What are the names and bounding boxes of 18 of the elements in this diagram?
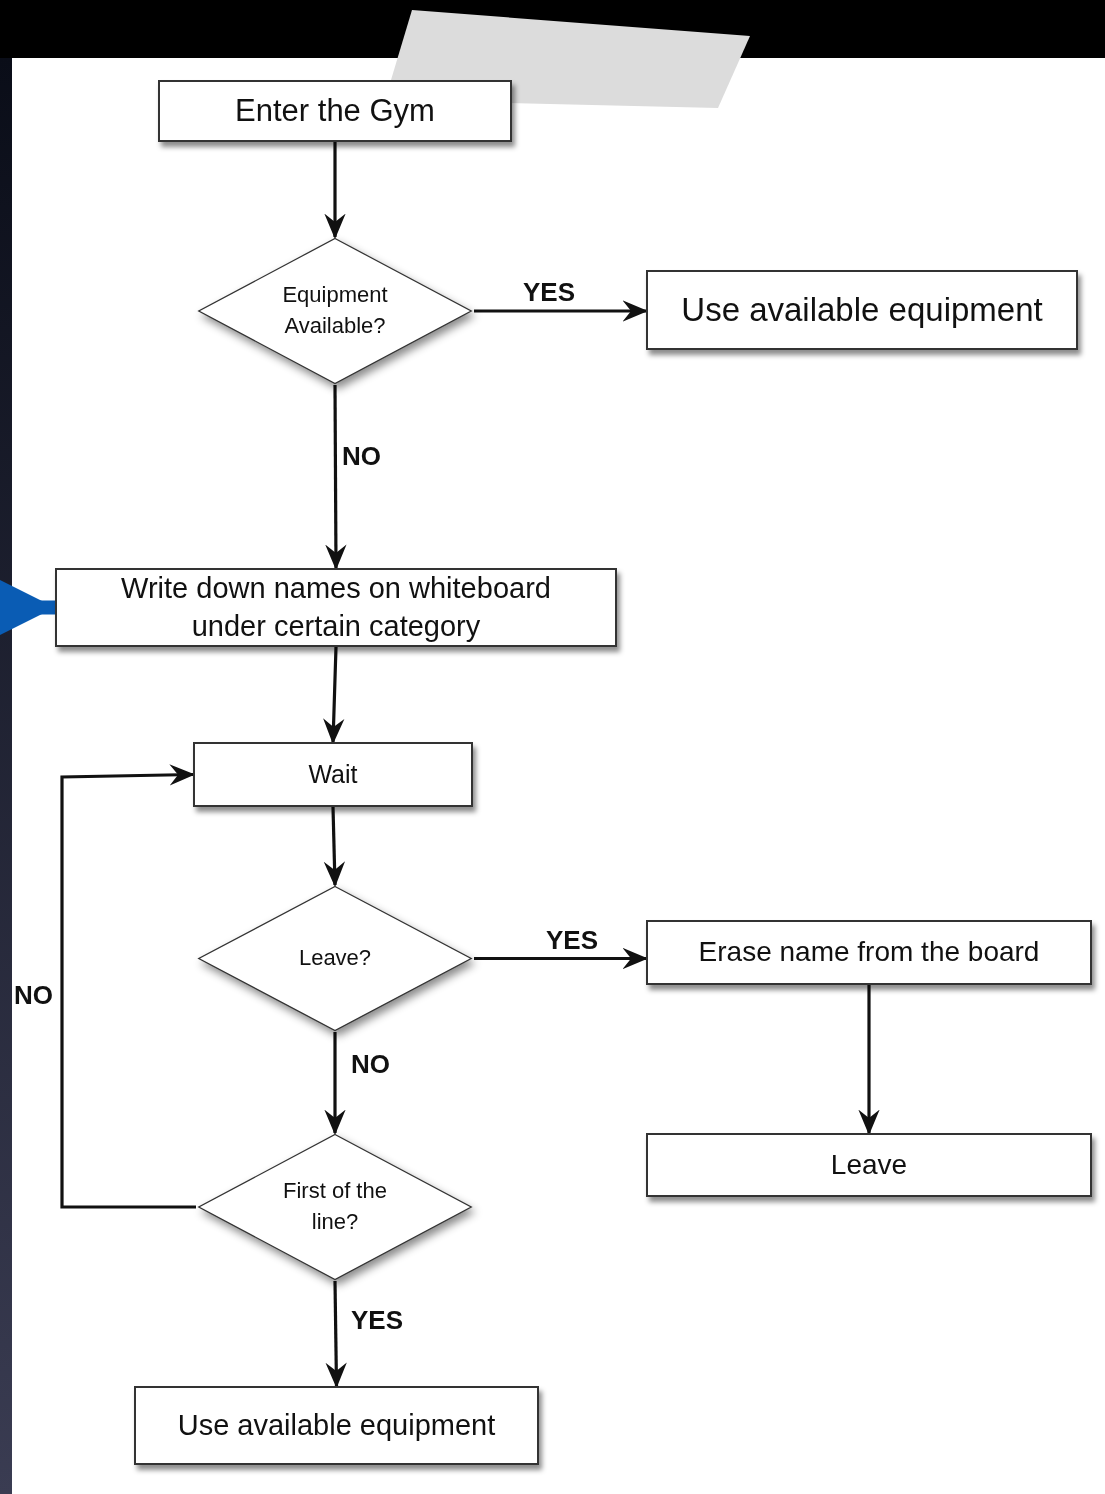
process-box: Write down names on whiteboard under certain category [55, 568, 617, 647]
process-box: Wait [193, 742, 473, 807]
process-box: Enter the Gym [158, 80, 512, 142]
arrow [323, 646, 345, 745]
arrow [324, 142, 346, 240]
arrow [323, 806, 346, 888]
decision-text: Equipment Available? [281, 281, 389, 340]
arrow [325, 1280, 347, 1389]
process-box: Use available equipment [646, 270, 1078, 350]
decision-text: Leave? [298, 944, 372, 973]
process-box: Leave [646, 1133, 1092, 1197]
arrow [60, 764, 196, 1209]
process-box: Erase name from the board [646, 920, 1092, 985]
arrow [325, 385, 347, 571]
arrow [858, 985, 880, 1136]
process-box: Use available equipment [134, 1386, 539, 1465]
decision-text: First of the line? [282, 1177, 388, 1236]
arrow [324, 1032, 346, 1136]
